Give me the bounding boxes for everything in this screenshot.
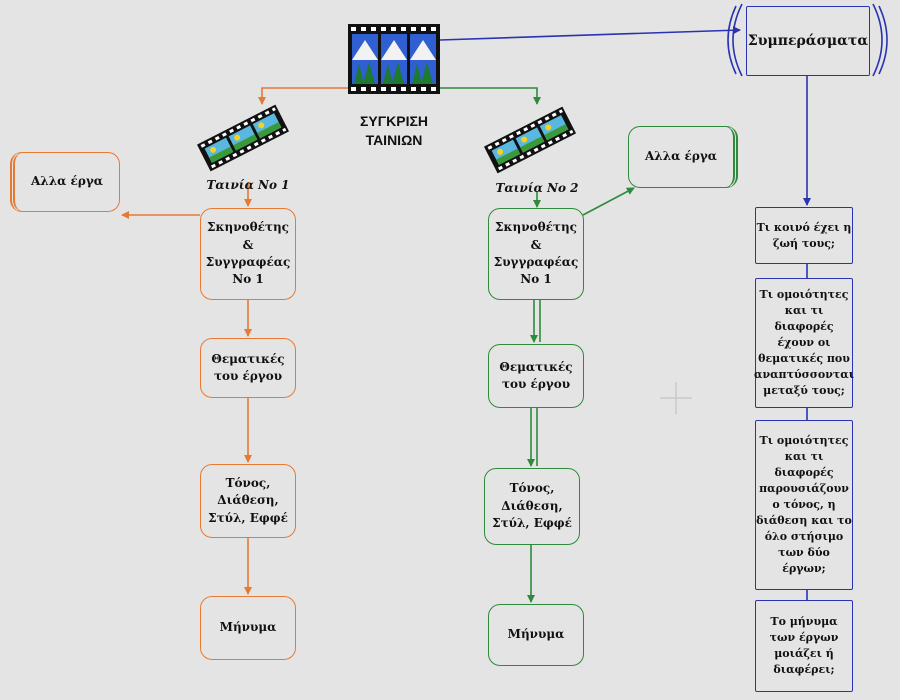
film1-tone-box: Τόνος, Διάθεση, Στύλ, Εφφέ	[200, 464, 296, 538]
connector-director-to-otherworks-2	[582, 187, 635, 216]
film2-connectors	[440, 87, 635, 603]
comparison-title: ΣΥΓΚΡΙΣΗ ΤΑΙΝΙΩΝ	[359, 113, 428, 148]
film1-other-works-box: Αλλα έργα	[10, 152, 120, 212]
film2-themes-box: Θεματικές του έργου	[488, 344, 584, 408]
film2-message-box: Μήνυμα	[488, 604, 584, 666]
conclusion-question-1: Τι κοινό έχει η ζωή τους;	[755, 207, 853, 264]
conclusions-title-box: Συμπεράσματα	[746, 6, 870, 76]
conclusions-brackets	[727, 3, 888, 77]
film1-message-box: Μήνυμα	[200, 596, 296, 660]
connector-center-to-film2	[440, 87, 541, 105]
landscape-film-strip-icon	[348, 24, 440, 94]
connector-center-to-film1	[258, 87, 348, 105]
connector-center-to-conclusions	[439, 26, 741, 41]
crosshair-cursor-icon	[660, 382, 692, 414]
conclusion-connectors	[439, 26, 811, 600]
conclusion-question-4: Το μήνυμα των έργων μοιάζει ή διαφέρει;	[755, 600, 853, 692]
conclusion-question-3: Τι ομοιότητες και τι διαφορές παρουσιάζο…	[755, 420, 853, 590]
film2-other-works-box: Αλλα έργα	[628, 126, 738, 188]
film-strip-icon	[196, 104, 290, 172]
film1-director-box: Σκηνοθέτης & Συγγραφέας Νο 1	[200, 208, 296, 300]
film1-connectors	[121, 87, 348, 595]
film2-tone-box: Τόνος, Διάθεση, Στύλ, Εφφέ	[484, 468, 580, 545]
film2-director-box: Σκηνοθέτης & Συγγραφέας Νο 1	[488, 208, 584, 300]
film2-caption: Ταινία Νο 2	[495, 181, 579, 195]
conclusion-question-2: Τι ομοιότητες και τι διαφορές έχουν οι θ…	[754, 278, 854, 408]
film-strip-icon	[483, 106, 577, 174]
film1-caption: Ταινία Νο 1	[206, 178, 290, 192]
film1-themes-box: Θεματικές του έργου	[200, 338, 296, 398]
